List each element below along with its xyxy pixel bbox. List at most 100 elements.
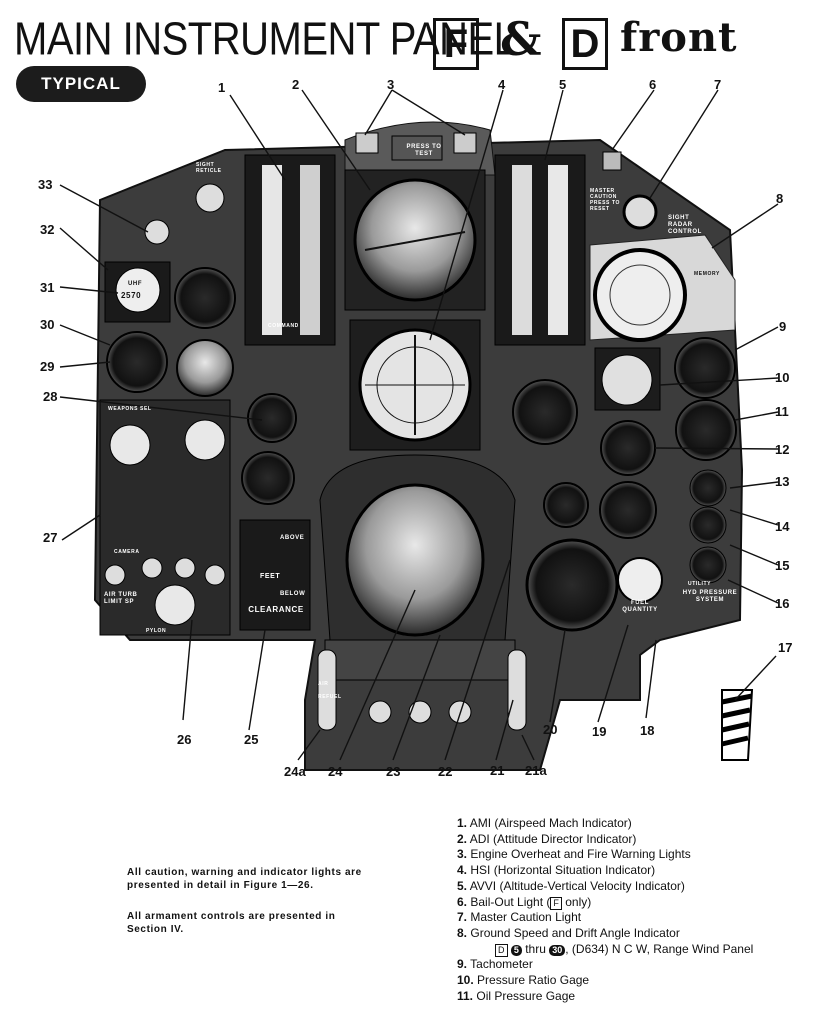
callout-10: 10 [775,370,790,385]
uhf-readout-text: 2570 [121,291,142,300]
ami-tape-right [300,165,320,335]
typical-badge: TYPICAL [16,66,146,102]
callout-17: 17 [778,640,793,655]
legend-item-4: 4. HSI (Horizontal Situation Indicator) [457,863,656,878]
tachometer-gauge [674,337,736,399]
fuel-selector-knob [617,557,663,603]
camera-label: CAMERA [114,549,140,555]
above-label: ABOVE [280,535,305,541]
press-to-test-label: PRESS TO TEST [406,144,442,157]
legend-item-8-subnote: D 5 thru 30, (D634) N C W, Range Wind Pa… [457,942,753,958]
model-f-badge: F [433,18,479,70]
ami-tape-left [262,165,282,335]
legend-item-11: 11. Oil Pressure Gage [457,988,576,1003]
fire-warning-light-left [355,132,379,154]
callout-26: 26 [177,732,192,747]
clearance-label: CLEARANCE [248,605,304,614]
gauge-clock [512,379,578,445]
sight-radar-label: SIGHT RADAR CONTROL [668,215,702,235]
clearance-panel [239,519,311,631]
legend-item-9: 9. Tachometer [457,957,533,972]
callout-20: 20 [543,722,558,737]
fire-warning-light-right [453,132,477,154]
fuel-quantity-gauge [525,538,619,632]
oil-pressure-gage [675,399,737,461]
callout-32: 32 [40,222,55,237]
feet-label: FEET [260,573,281,580]
callout-3: 3 [387,77,395,92]
legend-item-3: 3. Engine Overheat and Fire Warning Ligh… [457,847,691,862]
callout-8: 8 [776,191,784,206]
gauge-28 [247,393,297,443]
legend-item-7: 7. Master Caution Light [457,910,582,925]
ampersand: & [500,12,542,66]
master-caution-light [622,194,658,230]
legend-item-6: 6. Bail-Out Light (F only) [457,894,592,910]
page-title: MAIN INSTRUMENT PANEL [14,14,516,65]
callout-22: 22 [438,764,453,779]
callout-9: 9 [779,319,787,334]
hyd-pressure-label: HYD PRESSURE SYSTEM [682,590,738,603]
note-armament: All armament controls are presented in S… [127,911,336,935]
gauge-13 [599,481,657,539]
callout-30: 30 [40,317,55,332]
memory-label: MEMORY [694,271,720,277]
callout-28: 28 [43,389,58,404]
weapons-sel-label: WEAPONS SEL [108,406,152,412]
callout-23: 23 [386,764,401,779]
press-to-test-switch [391,135,443,161]
uhf-label: UHF [128,281,143,287]
callout-21: 21 [490,763,505,778]
callout-19: 19 [592,724,607,739]
hyd-gauge-1 [689,469,727,507]
callout-11: 11 [775,404,789,419]
note-caution-lights: All caution, warning and indicator light… [127,867,362,891]
below-label: BELOW [280,591,306,597]
legend-item-2: 2. ADI (Attitude Director Indicator) [457,831,637,846]
gauge-29 [106,331,168,393]
model-tag: F [550,896,562,910]
bailout-light [602,151,622,171]
air-refuel-handle-right [507,649,527,731]
sight-reticle-knob [195,183,225,213]
gauge-21 [543,482,589,528]
ami-tape [244,154,336,346]
front-label: front [620,14,738,61]
callout-31: 31 [40,280,55,295]
callout-1: 1 [218,80,226,95]
callout-18: 18 [640,723,655,738]
radar-scope [345,483,485,637]
callout-16: 16 [775,596,790,611]
callout-5: 5 [559,77,567,92]
pylon-label: PYLON [146,628,167,634]
leader-lines [59,89,779,761]
callout-13: 13 [775,474,790,489]
fuel-quantity-label: FUEL QUANTITY [622,600,658,613]
hyd-gauge-2 [689,506,727,544]
callout-7: 7 [714,77,722,92]
air-refuel-label: AIR REFUEL [318,681,342,700]
avvi-tape [494,154,586,346]
gauge-31 [174,267,236,329]
callout-21a: 21a [525,763,547,778]
air-turb-label: AIR TURB LIMIT SP [104,592,138,605]
hyd-gauge-3 [689,546,727,584]
callout-33: 33 [38,177,53,192]
legend-item-1: 1. AMI (Airspeed Mach Indicator) [457,816,632,830]
uhf-readout [115,267,161,313]
callout-4: 4 [498,77,506,92]
callout-27: 27 [43,530,58,545]
legend-item-5: 5. AVVI (Altitude-Vertical Velocity Indi… [457,878,685,893]
callout-6: 6 [649,77,657,92]
callout-24a: 24a [284,764,306,779]
sight-reticle-label: SIGHT RETICLE [196,162,222,174]
command-label: COMMAND [268,323,299,329]
callout-2: 2 [292,77,300,92]
callout-29: 29 [40,359,55,374]
callout-25: 25 [244,732,259,747]
callout-24: 24 [328,764,343,779]
callout-14: 14 [775,519,790,534]
gyro-knob [144,219,170,245]
utility-label: UTILITY [688,581,712,587]
